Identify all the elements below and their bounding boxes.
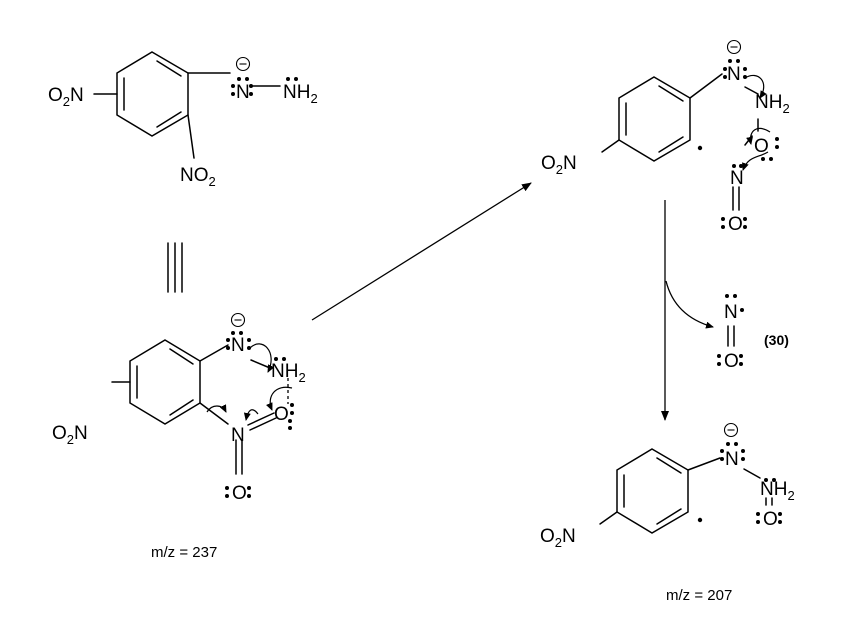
nh2-label: NH2 (755, 92, 790, 116)
n-atom: N (727, 64, 741, 85)
electron-push-arrows (206, 343, 293, 421)
lone-pair-dots (720, 442, 782, 524)
n-atom: N (724, 302, 738, 323)
negative-charge-icon (723, 422, 739, 438)
o-atom: O (724, 351, 739, 372)
o-atom: O (274, 404, 289, 425)
no2-label: NO2 (180, 165, 216, 189)
radical-dot (740, 308, 744, 312)
o2n-label: O2N (541, 153, 577, 177)
radical-dot (697, 145, 703, 151)
elimination-arrow (665, 280, 714, 329)
n-atom: N (231, 425, 245, 446)
radical-dot (697, 517, 703, 523)
reactant-mz-label: m/z = 237 (151, 544, 217, 561)
o-atom: O (232, 483, 247, 504)
o-atom: O (754, 136, 769, 157)
intermediate-structure: O2N N NH2 O N O (541, 39, 790, 235)
lone-pair-dots (225, 331, 294, 498)
nh2-label: NH2 (760, 479, 795, 503)
lone-pair-dots (721, 59, 779, 229)
equivalence-sign (167, 242, 183, 293)
nh2-label: NH2 (283, 82, 318, 106)
lost-fragment-mass: (30) (764, 332, 789, 348)
lone-pair-dots (231, 77, 298, 96)
o-atom: O (728, 214, 743, 235)
negative-charge-icon (230, 312, 246, 328)
electron-push-arrows (742, 74, 771, 171)
o-atom: O (763, 509, 778, 530)
product-mz-label: m/z = 207 (666, 587, 732, 604)
n-atom: N (725, 449, 739, 470)
reaction-arrow (311, 182, 532, 321)
negative-charge-icon (235, 56, 251, 72)
product-structure: O2N N NH2 O (540, 422, 795, 550)
o2n-label: O2N (52, 423, 88, 447)
n-atom: N (231, 335, 245, 356)
o2n-label: O2N (48, 85, 84, 109)
n-atom: N (236, 82, 250, 103)
o2n-label: O2N (540, 526, 576, 550)
reactant-structure-top: O2N N NH2 NO2 (48, 51, 318, 189)
nh2-label: NH2 (271, 361, 306, 385)
negative-charge-icon (726, 39, 742, 55)
reactant-structure-mechanism: O2N N NH2 N O O (52, 312, 306, 504)
n-atom: N (730, 168, 744, 189)
lost-no-fragment: N O (717, 294, 744, 372)
